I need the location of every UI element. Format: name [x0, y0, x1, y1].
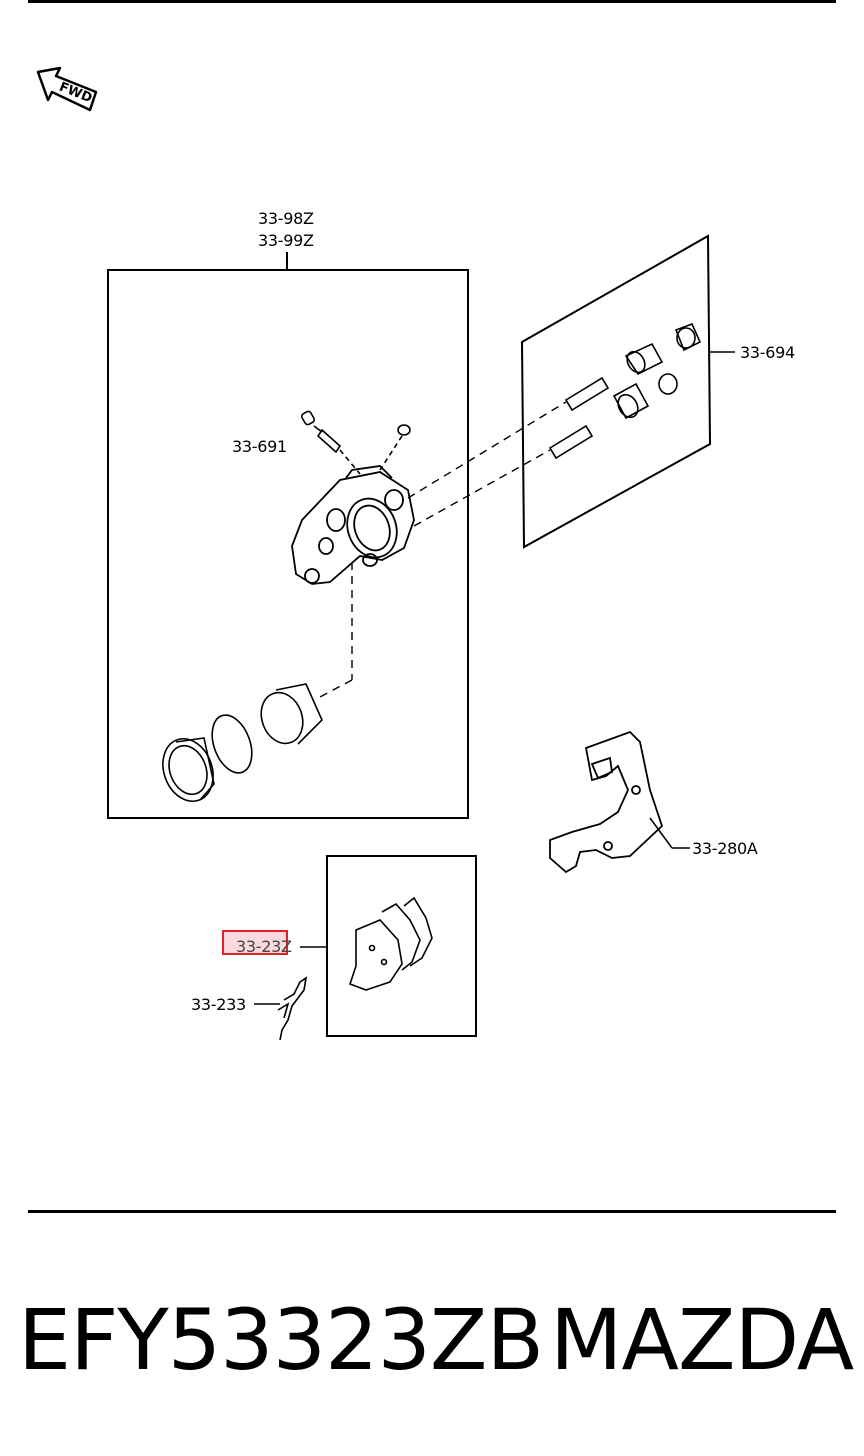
selected-part-highlight [222, 930, 288, 955]
piston-seal-icon [162, 683, 323, 802]
bleeder-screw-icon [300, 410, 411, 475]
caliper-assembly-box [107, 269, 469, 819]
label-caliper-assy-98z: 33-98Z [258, 209, 314, 228]
label-guide-pin-kit: 33-694 [740, 343, 795, 362]
part-number: EFY53323ZB [18, 1291, 544, 1389]
guide-pin-kit-box [520, 234, 712, 549]
label-pad-set[interactable]: 33-23Z [236, 937, 292, 956]
fwd-arrow-icon: FWD [34, 66, 102, 116]
bottom-rule [28, 1210, 836, 1213]
pad-set-box [326, 855, 477, 1037]
brake-pad-icon [348, 896, 433, 991]
label-mounting-bracket: 33-280A [692, 839, 758, 858]
label-caliper-assy-99z: 33-99Z [258, 231, 314, 250]
label-pad-clip: 33-233 [191, 995, 246, 1014]
label-bleeder: 33-691 [232, 437, 287, 456]
pad-clip-icon [254, 976, 308, 1041]
caliper-body-icon [291, 465, 415, 585]
top-rule [28, 0, 836, 3]
guide-pin-icon [548, 322, 702, 460]
brand-name: MAZDA [550, 1291, 854, 1389]
mounting-bracket-icon [549, 730, 690, 874]
